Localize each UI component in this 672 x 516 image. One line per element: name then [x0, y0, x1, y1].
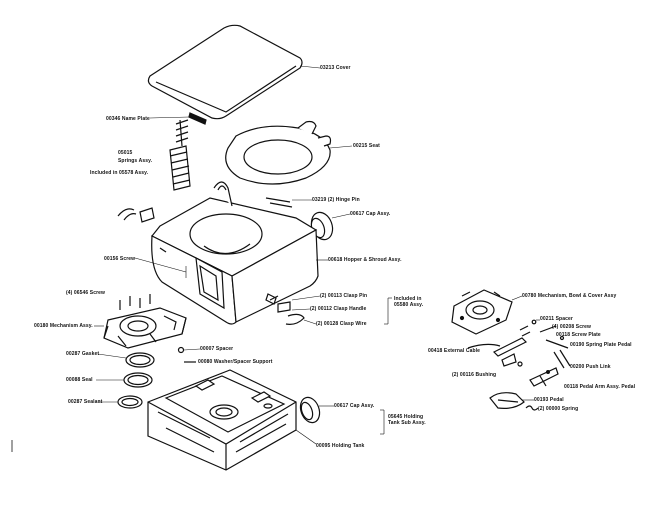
- label-spring-plate: 00190 Spring Plate Pedal: [570, 342, 632, 348]
- label-pedal: 00193 Pedal: [534, 397, 564, 403]
- sealant-part: [117, 395, 143, 409]
- spring-right-part: [525, 405, 539, 411]
- label-screws-4: (4) 06546 Screw: [66, 290, 106, 296]
- clasp-parts: [269, 295, 305, 325]
- label-retaining-plate: 00118 Screw Plate: [556, 332, 601, 338]
- label-hopper-shroud: 00618 Hopper & Shroud Assy.: [328, 257, 402, 263]
- label-washer-spacer: 00080 Washer/Spacer Support: [198, 359, 273, 365]
- clip-parts: [117, 207, 155, 223]
- label-spring-right: (2) 00000 Spring: [538, 406, 579, 412]
- label-cap-assy-bottom: 00617 Cap Assy.: [334, 403, 375, 409]
- label-external-cable: 00418 External Cable: [428, 348, 481, 354]
- label-sealant: 00287 Sealant: [68, 399, 103, 405]
- label-holding-tank-assy: 05645 Holding Tank Sub Assy.: [388, 414, 426, 426]
- label-bushing: (2) 00116 Bushing: [452, 372, 497, 378]
- label-spacer: 00007 Spacer: [200, 346, 234, 352]
- right-hardware-parts: [519, 319, 569, 349]
- cover-part: [147, 24, 303, 120]
- name-plate-part: [188, 112, 207, 125]
- mech-bowl-cover-part: [451, 289, 513, 335]
- label-screw: 00156 Screw: [104, 256, 136, 262]
- mechanism-assy-part: [103, 307, 187, 349]
- gasket-part: [125, 352, 155, 368]
- label-spring-assy: Springs Assy.: [118, 158, 153, 164]
- spring-assy-part: [169, 119, 191, 191]
- label-spacer-right: 00211 Spacer: [540, 316, 573, 322]
- label-included-05578: Included in 05578 Assy.: [90, 170, 149, 176]
- hinge-pin-part: [265, 197, 293, 208]
- label-cover: 03213 Cover: [320, 65, 351, 71]
- holding-tank-part: [147, 369, 297, 471]
- label-cap-assy-top: 00617 Cap Assy.: [350, 211, 391, 217]
- label-clasp-wire: (2) 00128 Clasp Wire: [316, 321, 367, 327]
- hopper-shroud-part: [151, 181, 319, 325]
- pedal-part: [489, 392, 525, 409]
- label-clasp-handle: (2) 00112 Clasp Handle: [310, 306, 367, 312]
- label-hinge-pin: 03219 (2) Hinge Pin: [312, 197, 360, 203]
- external-cable-part: [467, 337, 528, 367]
- label-pedal-arm: 00118 Pedal Arm Assy. Pedal: [564, 384, 636, 390]
- label-seat: 00215 Seat: [353, 143, 380, 149]
- spacer-part: [177, 346, 185, 354]
- screws-part: [119, 294, 151, 310]
- label-mechanism-assy: 00180 Mechanism Assy.: [34, 323, 93, 329]
- pedal-arm-part: [529, 367, 559, 387]
- label-spring-assy-code: 05015: [118, 150, 133, 156]
- label-seal: 00088 Seal: [66, 377, 93, 383]
- push-link-part: [553, 349, 571, 369]
- seal-part: [123, 372, 153, 388]
- label-included-05580: Included in 05580 Assy.: [394, 296, 424, 308]
- cap-assy-bottom-part: [299, 396, 321, 424]
- label-holding-tank: 00095 Holding Tank: [316, 443, 365, 449]
- label-mech-bowl-cover: 00780 Mechanism, Bowl & Cover Assy: [522, 293, 617, 299]
- label-clasp-pin: (2) 00113 Clasp Pin: [320, 293, 368, 299]
- label-screw-right: (4) 00208 Screw: [552, 324, 592, 330]
- label-push-link: 00200 Push Link: [570, 364, 611, 370]
- seat-part: [225, 120, 332, 185]
- label-gasket: 00287 Gasket: [66, 351, 100, 357]
- label-name-plate: 00346 Name Plate: [106, 116, 150, 122]
